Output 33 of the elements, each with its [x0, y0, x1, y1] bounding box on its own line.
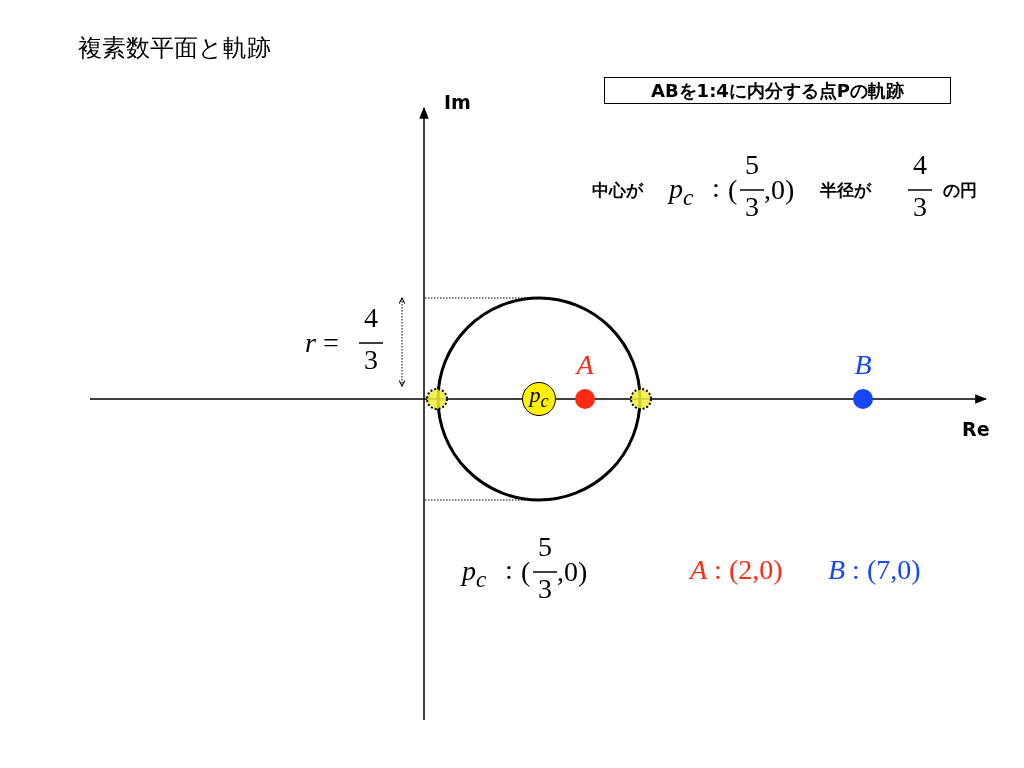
center-point — [522, 382, 556, 416]
axis-label: Im — [444, 92, 471, 112]
fraction-denominator: 3 — [364, 346, 378, 374]
point-dot — [575, 389, 595, 409]
math-symbol: : — [505, 556, 513, 584]
math-symbol: ( — [728, 176, 738, 204]
fraction-numerator: 5 — [538, 533, 552, 561]
formula-text: 中心が — [592, 181, 643, 199]
point-label: B — [854, 351, 872, 379]
coordinate-label: A : (2,0) — [690, 556, 783, 584]
math-symbol: ,0) — [557, 558, 588, 586]
math-symbol: ( — [521, 558, 531, 586]
math-symbol: ,0) — [764, 176, 795, 204]
fraction-denominator: 3 — [745, 193, 759, 221]
title-box — [604, 77, 951, 104]
fraction-numerator: 5 — [745, 151, 759, 179]
coordinate-label: B : (7,0) — [828, 556, 921, 584]
point-dot — [853, 389, 873, 409]
formula-text: 半径が — [820, 181, 871, 199]
math-symbol: p$_{c}$ — [669, 175, 694, 209]
fraction-numerator: 4 — [913, 151, 927, 179]
fraction-denominator: 3 — [913, 193, 927, 221]
box-heading: ABを1:4に内分する点Pの軌跡 — [650, 78, 905, 103]
math-symbol: p$_{c}$ — [462, 557, 487, 591]
fraction-denominator: 3 — [538, 575, 552, 603]
point-label: A — [576, 351, 594, 379]
point-label: p$_{c}$ — [529, 383, 549, 411]
title: 複素数平面と軌跡 — [78, 36, 271, 60]
fraction-numerator: 4 — [364, 304, 378, 332]
formula-text: の円 — [943, 181, 977, 199]
axis-label: Re — [962, 419, 990, 439]
radius-label: r = — [305, 329, 339, 357]
math-symbol: : — [712, 174, 720, 202]
